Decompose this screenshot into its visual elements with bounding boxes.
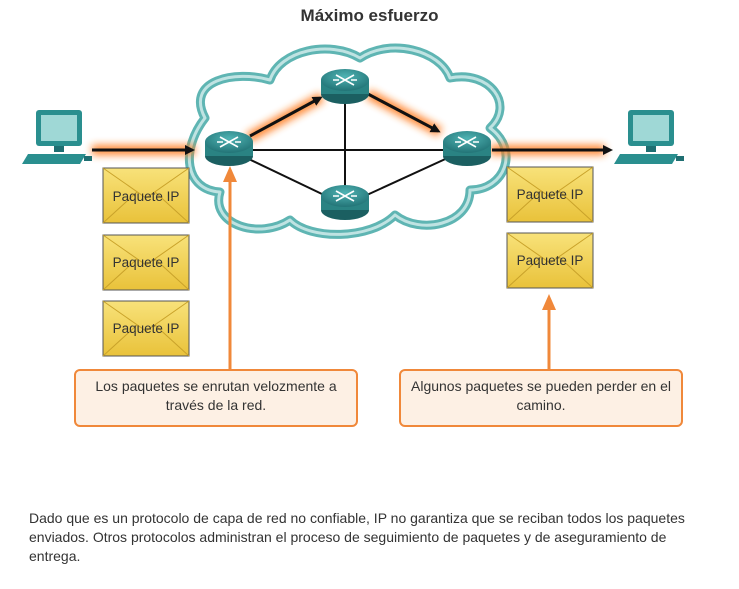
router-icon	[205, 131, 253, 166]
left-packets: Paquete IP Paquete IP Paquete IP	[102, 167, 190, 357]
arrow-router-to-top	[249, 96, 323, 138]
callout-arrows	[223, 166, 556, 370]
envelope-icon: Paquete IP	[506, 166, 594, 223]
envelope-icon: Paquete IP	[102, 234, 190, 291]
diagram-title: Máximo esfuerzo	[300, 6, 439, 25]
cloud-icon	[185, 43, 511, 239]
router-icon	[321, 69, 369, 104]
packet-label: Paquete IP	[517, 253, 584, 268]
packet-label: Paquete IP	[113, 255, 180, 270]
pc-icon	[22, 110, 92, 164]
packet-label: Paquete IP	[113, 321, 180, 336]
callout-right-text: Algunos paquetes se pueden perder en el …	[411, 378, 671, 413]
callout-left-text: Los paquetes se enrutan velozmente a tra…	[95, 378, 337, 413]
router-icon	[443, 131, 491, 166]
envelope-icon: Paquete IP	[102, 167, 190, 224]
router-icon	[321, 185, 369, 220]
right-packets: Paquete IP Paquete IP	[506, 166, 594, 289]
envelope-icon: Paquete IP	[506, 232, 594, 289]
envelope-icon: Paquete IP	[102, 300, 190, 357]
callout-right: Algunos paquetes se pueden perder en el …	[399, 369, 683, 427]
pc-icon	[614, 110, 684, 164]
packet-label: Paquete IP	[113, 189, 180, 204]
packet-label: Paquete IP	[517, 187, 584, 202]
arrow-head-icon	[542, 294, 556, 310]
caption-text: Dado que es un protocolo de capa de red …	[29, 510, 685, 564]
callout-left: Los paquetes se enrutan velozmente a tra…	[74, 369, 358, 427]
arrow-top-to-right	[367, 92, 441, 133]
packet-path	[92, 89, 613, 155]
arrow-head-icon	[223, 166, 237, 182]
